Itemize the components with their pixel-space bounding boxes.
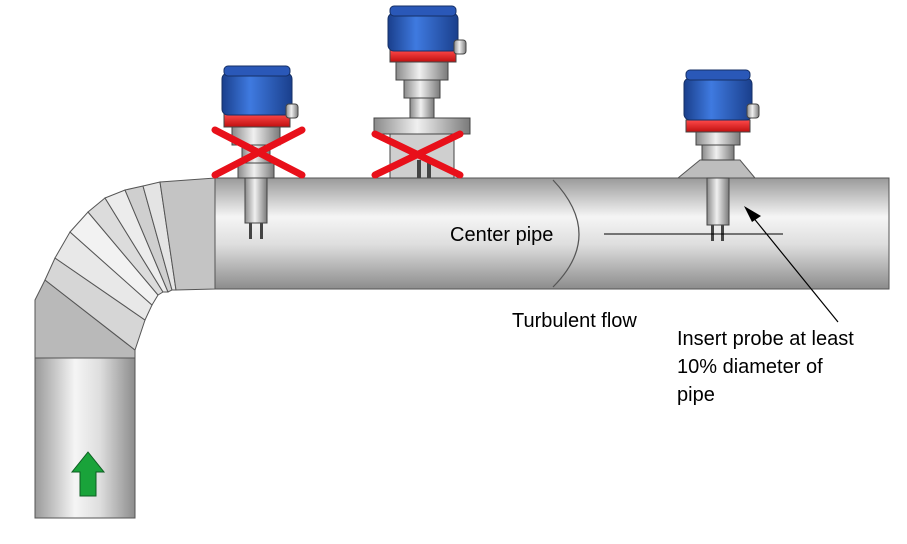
insert-note-line3: pipe [677,384,715,406]
pointer-arrow-icon [744,206,839,323]
insert-note-line1: Insert probe at least [677,328,854,350]
center-pipe-label: Center pipe [450,224,553,246]
turbulent-flow-label: Turbulent flow [512,310,637,332]
arrow-up-icon [70,451,106,497]
red-x-icon [211,126,306,179]
pipe-elbow [34,177,216,359]
probe-right [676,69,760,241]
center-pipe-profile-curve [552,179,580,288]
probe-left [221,65,299,239]
insert-note-line2: 10% diameter of [677,356,823,378]
red-x-icon [371,130,464,179]
